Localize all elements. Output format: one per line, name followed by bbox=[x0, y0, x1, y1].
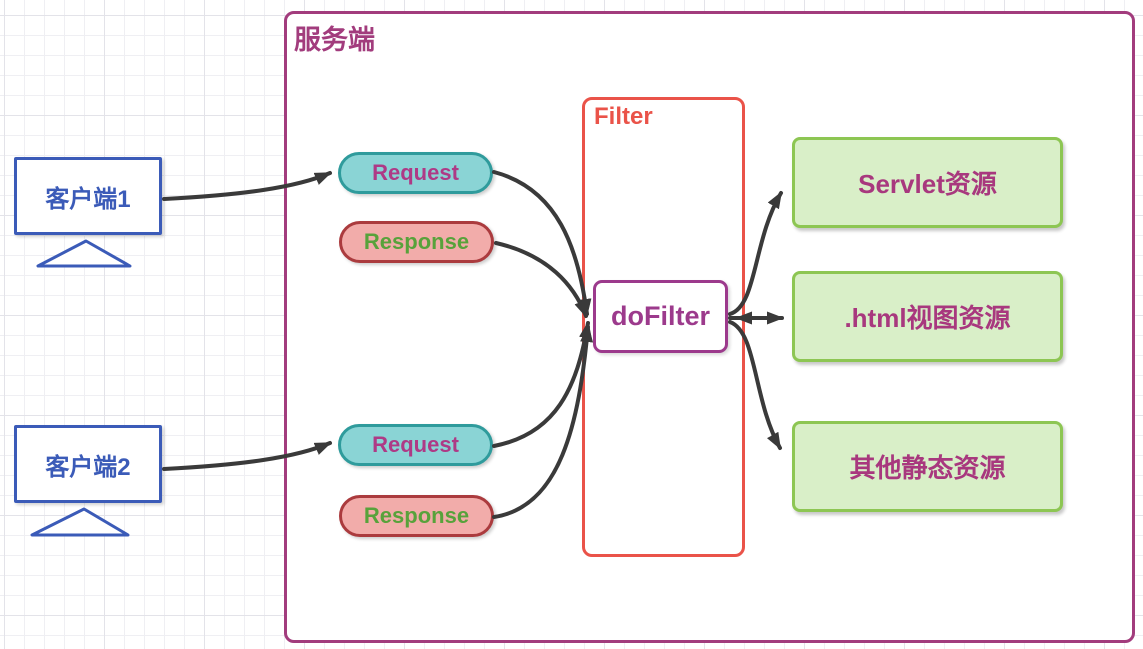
response-label: Response bbox=[363, 229, 470, 254]
response-pill-1: Response bbox=[339, 221, 494, 263]
monitor-stand-icon bbox=[30, 507, 130, 537]
resource-servlet: Servlet资源 bbox=[792, 137, 1063, 228]
request-pill-1: Request bbox=[338, 152, 493, 194]
response-label: Response bbox=[363, 503, 470, 528]
monitor-stand-icon bbox=[36, 239, 132, 268]
request-label: Request bbox=[372, 160, 459, 185]
resource-html-view-label: .html视图资源 bbox=[844, 303, 1011, 333]
client1-monitor-icon: 客户端1 bbox=[14, 157, 162, 235]
response-pill-2: Response bbox=[339, 495, 494, 537]
resource-static: 其他静态资源 bbox=[792, 421, 1063, 512]
resource-static-label: 其他静态资源 bbox=[849, 453, 1006, 483]
request-label: Request bbox=[372, 432, 459, 457]
client1-label: 客户端1 bbox=[45, 185, 131, 213]
filter-label: Filter bbox=[594, 103, 653, 130]
dofilter-label: doFilter bbox=[611, 301, 710, 331]
resource-html-view: .html视图资源 bbox=[792, 271, 1063, 362]
client2-label: 客户端2 bbox=[45, 453, 131, 481]
dofilter-node: doFilter bbox=[593, 280, 728, 353]
request-pill-2: Request bbox=[338, 424, 493, 466]
server-label: 服务端 bbox=[294, 25, 375, 55]
resource-servlet-label: Servlet资源 bbox=[858, 169, 997, 199]
client2-monitor-icon: 客户端2 bbox=[14, 425, 162, 503]
